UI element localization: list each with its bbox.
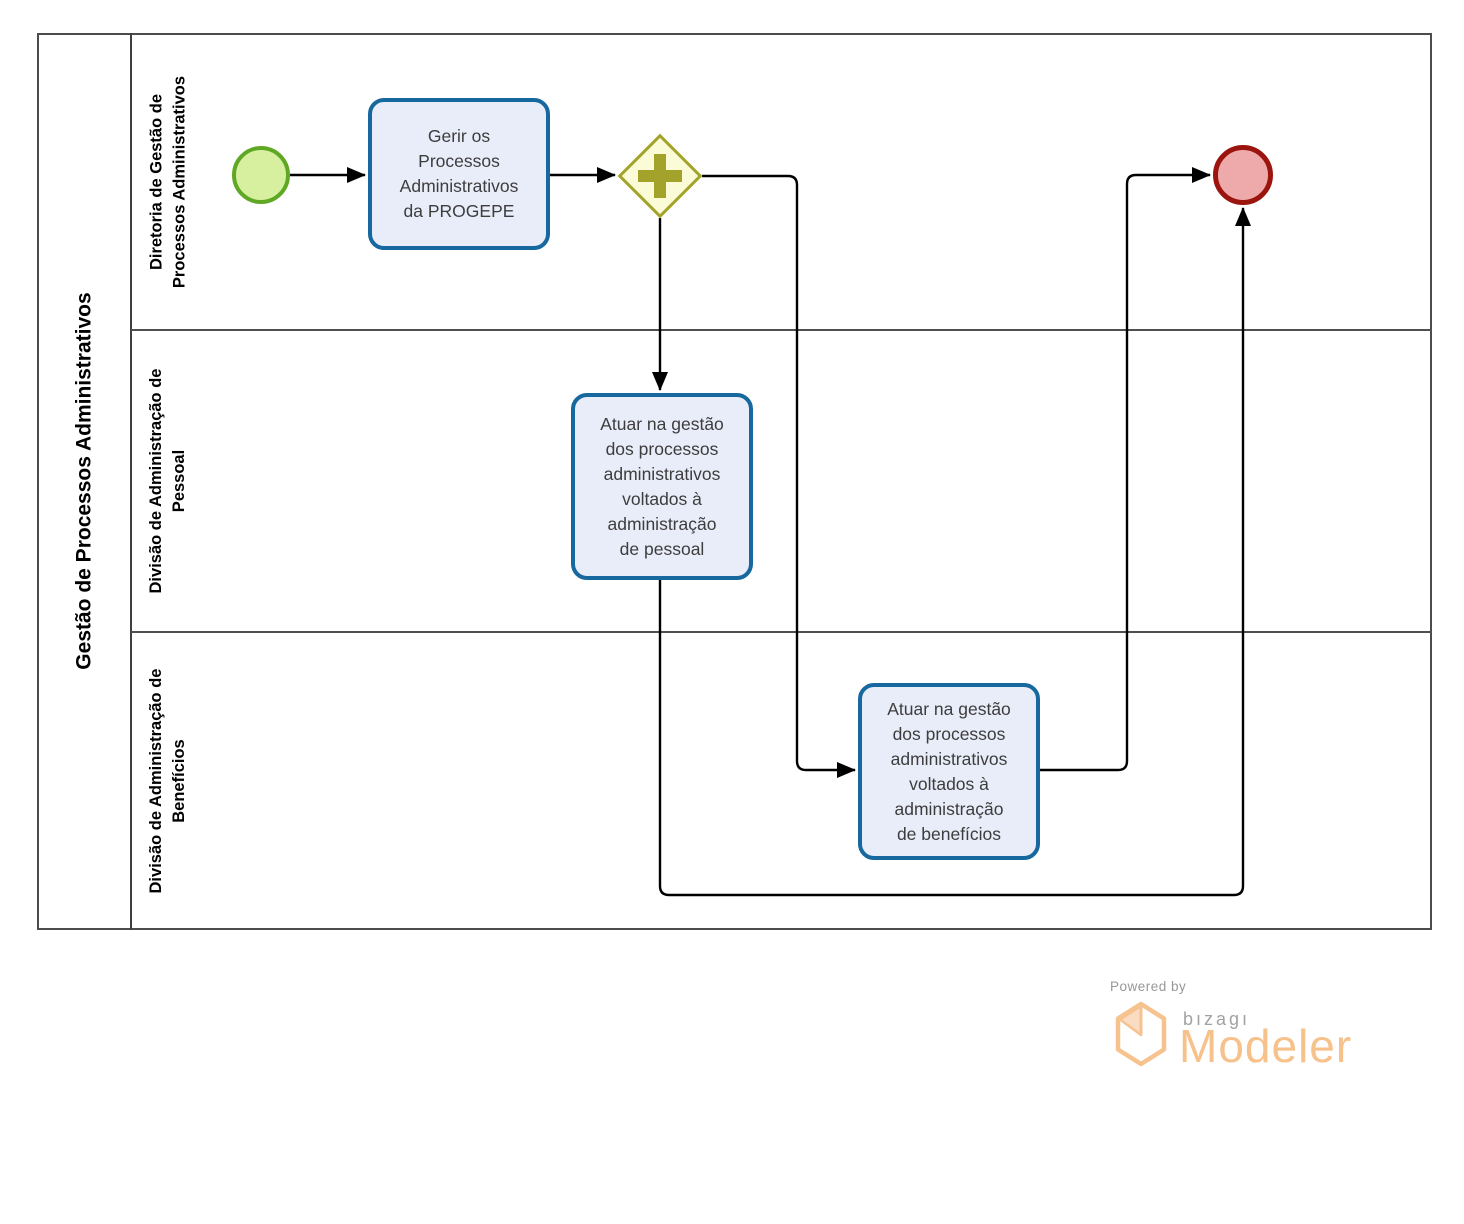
task-gestao-beneficios: Atuar na gestão dos processos administra… [858, 683, 1040, 860]
pool-title: Gestão de Processos Administrativos [72, 292, 96, 670]
bizagi-hexagon-icon [1115, 1001, 1167, 1067]
lane-divider-2 [131, 631, 1432, 633]
task-gestao-pessoal: Atuar na gestão dos processos administra… [571, 393, 753, 580]
modeler-wordmark: Modeler [1179, 1020, 1353, 1072]
lane-divider-1 [131, 329, 1432, 331]
powered-by-label: Powered by [1110, 979, 1187, 994]
end-event-icon [1213, 145, 1273, 205]
task-gerir-processos: Gerir os Processos Administrativos da PR… [368, 98, 550, 250]
start-event-icon [232, 146, 290, 204]
lane-label-pessoal: Divisão de Administração de Pessoal [147, 368, 188, 594]
parallel-gateway-icon [617, 133, 703, 219]
lane-label-beneficios: Divisão de Administração de Benefícios [147, 668, 188, 894]
gateway-plus-icon-vertical [654, 154, 666, 198]
lane-label-diretoria: Diretoria de Gestão de Processos Adminis… [147, 75, 189, 289]
pool-title-divider [130, 33, 132, 930]
pool-border [37, 33, 1432, 930]
bizagi-wordmark: bızagı [1183, 1009, 1251, 1029]
